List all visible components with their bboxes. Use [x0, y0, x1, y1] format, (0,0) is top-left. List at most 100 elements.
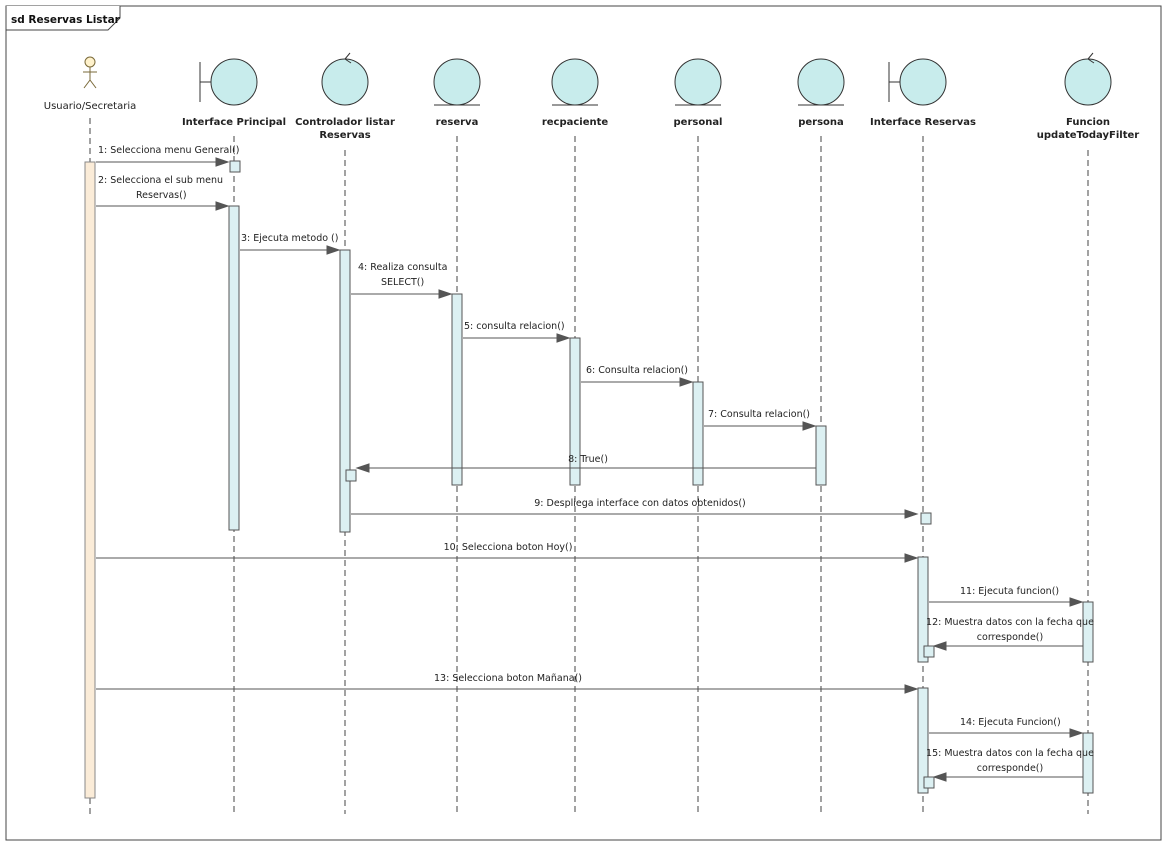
activation-bar — [920, 512, 932, 525]
control-icon — [321, 58, 369, 106]
arrowhead-icon — [215, 201, 230, 211]
message-label: 9: Despliega interface con datos obtenid… — [534, 498, 746, 509]
participant-reserva: reserva — [433, 58, 481, 128]
message-label: SELECT() — [381, 277, 424, 288]
message-7: 7: Consulta relacion() — [704, 409, 817, 431]
activation-bar — [917, 687, 929, 794]
activation-bar — [451, 293, 463, 486]
activation-bar — [692, 381, 704, 486]
arrowhead-icon — [1069, 597, 1084, 607]
boundary-icon — [210, 58, 258, 106]
message-11: 11: Ejecuta funcion() — [929, 586, 1084, 607]
message-label: 6: Consulta relacion() — [586, 365, 688, 376]
activation-bar — [228, 205, 240, 531]
message-10: 10: Selecciona boton Hoy() — [96, 542, 919, 563]
message-15: 15: Muestra datos con la fecha que corres… — [926, 748, 1094, 782]
message-label: 5: consulta relacion() — [464, 321, 565, 332]
activation-bar — [917, 556, 929, 663]
participant-label: updateTodayFilter — [1037, 130, 1139, 141]
activation-bar — [229, 160, 241, 173]
participant-funcion: Funcion updateTodayFilter — [1037, 52, 1139, 141]
arrowhead-icon — [904, 684, 919, 694]
arrowhead-icon — [438, 289, 453, 299]
message-label: 2: Selecciona el sub menu — [98, 175, 223, 186]
message-13: 13: Selecciona boton Mañana() — [96, 673, 919, 694]
activation-bar — [84, 161, 96, 799]
arrowhead-icon — [679, 377, 694, 387]
message-label: 14: Ejecuta Funcion() — [960, 717, 1061, 728]
activations-layer — [84, 160, 1094, 799]
message-label: Reservas() — [136, 190, 187, 201]
participant-label: personal — [674, 117, 723, 128]
participant-interface-reservas: Interface Reservas — [870, 58, 976, 128]
frame-title: sd Reservas Listar — [11, 14, 121, 26]
message-label: 4: Realiza consulta — [358, 262, 447, 273]
arrowhead-icon — [215, 157, 230, 167]
activation-bar — [345, 469, 357, 482]
message-label: 10: Selecciona boton Hoy() — [444, 542, 573, 553]
participant-label: Usuario/Secretaria — [44, 101, 136, 112]
activation-bar — [815, 425, 827, 486]
message-1: 1: Selecciona menu General() — [96, 145, 239, 167]
arrowhead-icon — [556, 333, 571, 343]
frame-title-tab — [5, 6, 121, 31]
entity-icon — [674, 58, 722, 106]
participant-label: persona — [798, 117, 844, 128]
arrowhead-icon — [326, 245, 341, 255]
message-14: 14: Ejecuta Funcion() — [929, 717, 1084, 738]
control-arrowhead — [344, 52, 352, 64]
message-label: 15: Muestra datos con la fecha que — [926, 748, 1094, 759]
control-icon — [1064, 58, 1112, 106]
activation-bar — [923, 645, 935, 658]
participant-usuario: Usuario/Secretaria — [44, 56, 136, 112]
lifelines-layer — [89, 118, 1089, 814]
activation-bar — [1082, 601, 1094, 663]
entity-icon — [551, 58, 599, 106]
arrowhead-icon — [904, 509, 919, 519]
arrowhead-icon — [1069, 728, 1084, 738]
message-label: 3: Ejecuta metodo () — [241, 233, 338, 244]
participant-label: Controlador listar — [295, 117, 395, 128]
participant-label: Interface Reservas — [870, 117, 976, 128]
message-label: 13: Selecciona boton Mañana() — [434, 673, 582, 684]
arrowhead-icon — [802, 421, 817, 431]
arrowhead-icon — [355, 463, 370, 473]
control-arrowhead — [1087, 52, 1095, 64]
participant-label: Reservas — [319, 130, 370, 141]
message-label: 7: Consulta relacion() — [708, 409, 810, 420]
participant-personal: personal — [674, 58, 723, 128]
message-label: 11: Ejecuta funcion() — [960, 586, 1059, 597]
activation-bar — [339, 249, 351, 533]
participant-label: reserva — [436, 117, 479, 128]
activation-bar — [1082, 732, 1094, 794]
participant-label: Funcion — [1066, 117, 1110, 128]
message-label: 8: True() — [568, 454, 608, 465]
actor-icon — [83, 56, 97, 89]
arrowhead-icon — [932, 641, 947, 651]
message-9: 9: Despliega interface con datos obtenid… — [351, 498, 919, 519]
message-label: 1: Selecciona menu General() — [98, 145, 239, 156]
message-5: 5: consulta relacion() — [463, 321, 571, 343]
participant-interface-principal: Interface Principal — [182, 58, 286, 128]
message-label: corresponde() — [977, 632, 1043, 643]
participant-persona: persona — [797, 58, 845, 128]
participant-label: Interface Principal — [182, 117, 286, 128]
participant-label: recpaciente — [542, 117, 609, 128]
message-12: 12: Muestra datos con la fecha que corres… — [926, 617, 1094, 651]
activation-bar — [569, 337, 581, 486]
message-3: 3: Ejecuta metodo () — [240, 233, 341, 255]
messages-layer: 1: Selecciona menu General() 2: Seleccion… — [96, 145, 1094, 782]
entity-icon — [797, 58, 845, 106]
message-label: corresponde() — [977, 763, 1043, 774]
arrowhead-icon — [904, 553, 919, 563]
participant-recpaciente: recpaciente — [542, 58, 609, 128]
diagram-frame — [5, 5, 1162, 841]
message-6: 6: Consulta relacion() — [581, 365, 694, 387]
arrowhead-icon — [932, 772, 947, 782]
message-label: 12: Muestra datos con la fecha que — [926, 617, 1094, 628]
